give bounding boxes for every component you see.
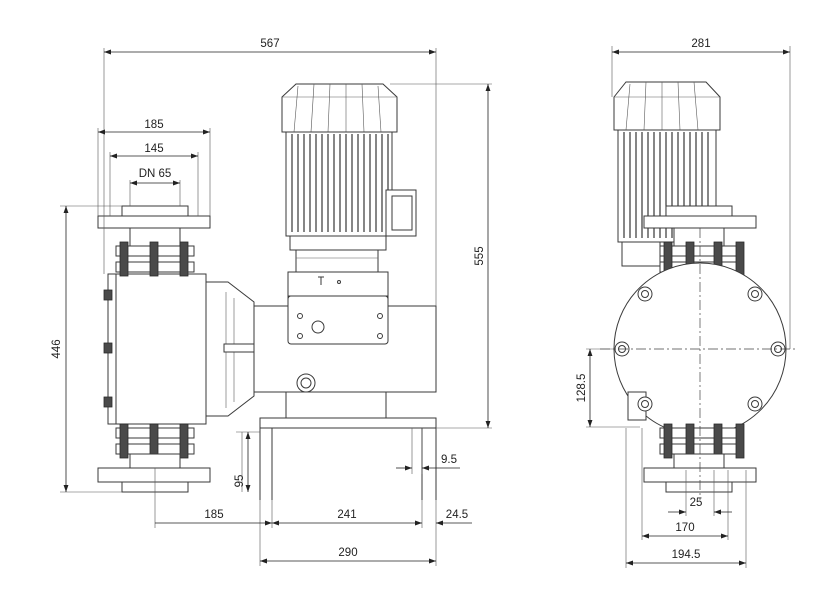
dim-base-span: 241 <box>337 509 356 521</box>
front-extension-lines <box>60 48 492 566</box>
dim-side-width: 281 <box>691 38 710 50</box>
front-dimension-lines <box>63 49 491 564</box>
front-view <box>97 83 437 500</box>
motor-fins <box>291 134 389 232</box>
dim-overall-height: 555 <box>474 246 486 265</box>
dim-hole-diameter: 9.5 <box>441 454 457 466</box>
dim-offset-left: 185 <box>204 509 223 521</box>
dim-side-base-half: 170 <box>675 522 694 534</box>
dim-nominal-diameter: DN 65 <box>139 168 172 180</box>
side-view <box>600 81 798 500</box>
side-extension-lines <box>586 46 791 568</box>
dim-side-base: 194.5 <box>672 549 701 561</box>
dim-flange-outer: 185 <box>144 119 163 131</box>
dim-base-width: 290 <box>338 547 357 559</box>
side-dimension-lines <box>587 49 790 566</box>
dim-inlet-outlet-height: 446 <box>51 339 63 358</box>
dim-flange-bolt: 145 <box>144 143 163 155</box>
dimension-labels: 567 185 145 DN 65 446 555 95 185 241 24.… <box>51 38 711 561</box>
dim-side-center: 25 <box>690 497 703 509</box>
dim-overall-width: 567 <box>260 38 279 50</box>
dim-inlet-height: 95 <box>234 475 246 488</box>
dim-base-edge: 24.5 <box>446 509 468 521</box>
dim-side-height: 128.5 <box>576 374 588 403</box>
